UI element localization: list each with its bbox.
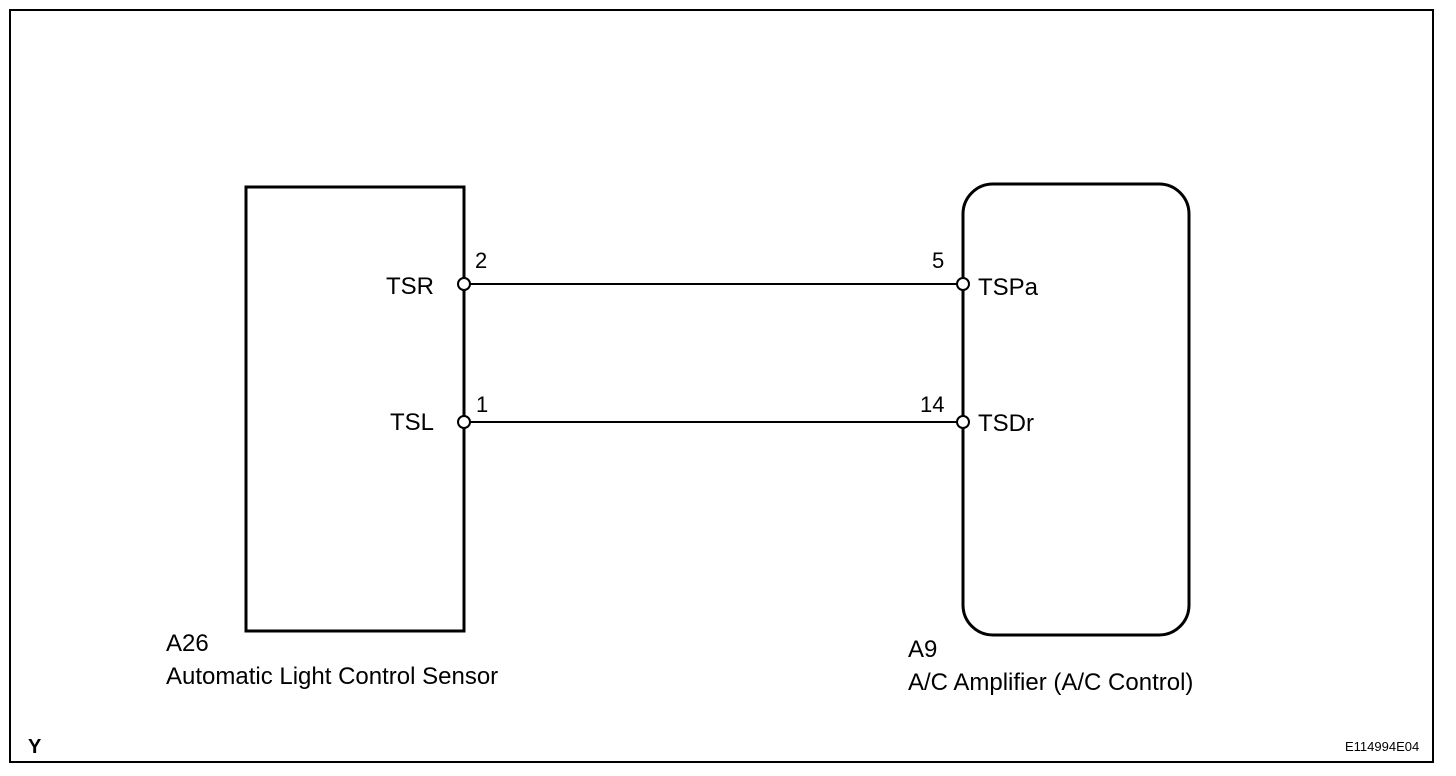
terminal-tsdr — [956, 415, 970, 429]
terminal-tsl — [457, 415, 471, 429]
amplifier-pin-name-tsdr: TSDr — [978, 410, 1034, 437]
terminal-tspa — [956, 277, 970, 291]
sensor-caption: A26 Automatic Light Control Sensor — [166, 627, 498, 693]
sensor-pin-name-tsl: TSL — [390, 409, 435, 436]
amplifier-pin-number-5: 5 — [932, 248, 945, 273]
sensor-box — [244, 185, 466, 633]
sensor-pin-number-1: 1 — [476, 392, 489, 417]
corner-mark: Y — [28, 736, 42, 758]
amplifier-pin-name-tspa: TSPa — [978, 274, 1039, 301]
amplifier-caption: A9 A/C Amplifier (A/C Control) — [908, 633, 1193, 699]
figure-id: E114994E04 — [1345, 739, 1420, 754]
sensor-pin-number-2: 2 — [475, 248, 488, 273]
sensor-code: A26 — [166, 630, 209, 657]
sensor-pin-name-tsr: TSR — [386, 273, 434, 300]
diagram-frame — [9, 9, 1434, 763]
terminal-tsr — [457, 277, 471, 291]
amplifier-name: A/C Amplifier (A/C Control) — [908, 669, 1194, 696]
amplifier-box — [961, 182, 1191, 637]
amplifier-pin-number-14: 14 — [920, 392, 945, 417]
sensor-name: Automatic Light Control Sensor — [166, 663, 499, 690]
amplifier-code: A9 — [908, 636, 938, 663]
